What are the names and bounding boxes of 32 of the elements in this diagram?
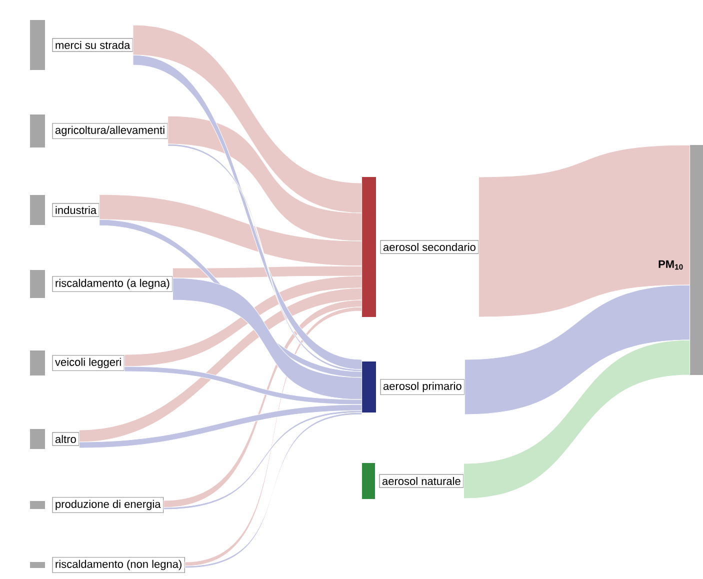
flow-band [184,306,362,566]
aerosol-bar: aerosol naturale [362,463,464,499]
pm-label: PM$_{10}$ [658,260,683,270]
source-bar: riscaldamento (non legna) [30,557,185,573]
flow-band [163,300,362,508]
flow-band [172,266,362,278]
node-label: aerosol secondario [383,242,476,252]
source-bar: agricoltura/allevamenti [30,114,168,148]
flow-band [99,194,362,266]
aerosol-bar: aerosol primario [362,362,465,412]
source-bar: altro [30,429,80,449]
flow-band [172,278,362,400]
flow-band [478,144,690,318]
flow-band [463,340,690,499]
flow-band [78,288,362,442]
source-bar: industria [30,195,100,225]
source-bar: produzione di energia [30,497,164,513]
flow-band [184,412,362,568]
flow-band [132,54,362,370]
flow-band [124,366,362,405]
source-bar: riscaldamento (a legna) [30,270,173,298]
flow-band [168,144,362,372]
flow-band [78,404,362,448]
end-bar [690,145,703,375]
flow-band [132,24,362,214]
flow-band [168,116,362,242]
aerosol-bar: aerosol secondario [362,177,479,317]
source-bar: veicoli leggeri [30,350,124,376]
flow-band [124,276,362,367]
flow-band [163,410,362,510]
source-bar: merci su strada [30,20,133,70]
flow-band [464,284,690,415]
